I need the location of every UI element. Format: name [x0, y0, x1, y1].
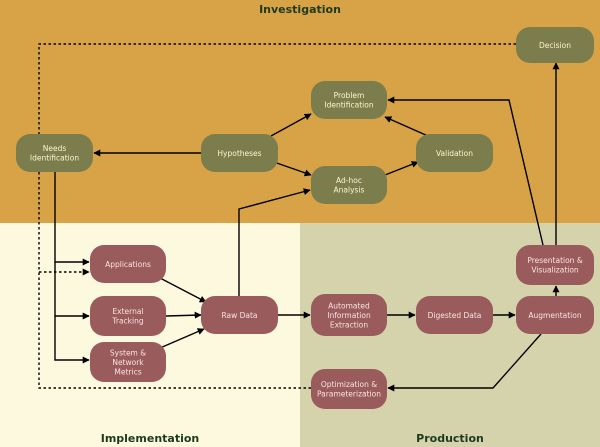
node-label-problem-identification: Identification: [324, 101, 373, 110]
node-applications[interactable]: Applications: [90, 245, 166, 283]
edge-validation-to-problem-identification: [384, 116, 429, 137]
production-label: Production: [416, 432, 484, 445]
node-shape-external-tracking: [90, 296, 166, 336]
node-label-hypotheses: Hypotheses: [217, 149, 261, 158]
edge-presentation-visualization-to-problem-identification: [387, 96, 544, 246]
node-shape-ad-hoc-analysis: [311, 166, 387, 204]
node-label-presentation-visualization: Presentation &: [527, 256, 582, 265]
node-shape-optimization-parameterization: [311, 369, 387, 409]
node-shape-validation: [416, 134, 493, 172]
edge-hypotheses-to-problem-identification: [270, 113, 312, 137]
node-label-needs-identification: Identification: [30, 154, 79, 163]
node-label-automated-information-extraction: Information: [327, 311, 371, 320]
node-label-presentation-visualization: Visualization: [531, 266, 579, 275]
node-optimization-parameterization[interactable]: Optimization &Parameterization: [311, 369, 387, 409]
node-shape-problem-identification: [311, 81, 387, 119]
node-label-automated-information-extraction: Automated: [328, 301, 370, 310]
node-label-system-network-metrics: Metrics: [114, 367, 141, 376]
node-label-external-tracking: Tracking: [111, 317, 143, 326]
node-digested-data[interactable]: Digested Data: [416, 296, 493, 334]
edge-external-tracking-to-raw-data: [165, 311, 202, 319]
node-label-applications: Applications: [105, 260, 151, 269]
node-shape-system-network-metrics: [90, 342, 166, 382]
node-label-optimization-parameterization: Optimization &: [321, 380, 377, 389]
edge-needs-identification-to-system-network-metrics: [54, 316, 90, 364]
node-presentation-visualization[interactable]: Presentation &Visualization: [516, 245, 594, 285]
node-label-problem-identification: Problem: [334, 91, 365, 100]
node-shape-augmentation: [516, 296, 594, 334]
edge-augmentation-to-optimization-parameterization: [387, 333, 542, 392]
investigation-label: Investigation: [259, 3, 341, 16]
edge-optimization-parameterization-to-applications: [38, 272, 311, 389]
node-label-optimization-parameterization: Parameterization: [317, 390, 381, 399]
nodes: DecisionProblemIdentificationNeedsIdenti…: [16, 27, 594, 409]
node-shape-presentation-visualization: [516, 245, 594, 285]
node-shape-needs-identification: [16, 134, 93, 172]
node-shape-decision: [516, 27, 594, 63]
edge-applications-to-raw-data: [159, 277, 207, 303]
node-label-system-network-metrics: System &: [110, 348, 146, 357]
node-label-external-tracking: External: [112, 307, 143, 316]
node-shape-digested-data: [416, 296, 493, 334]
edge-ad-hoc-analysis-to-validation: [384, 161, 419, 176]
investigation-region: [0, 0, 600, 223]
node-shape-raw-data: [201, 296, 278, 334]
edge-system-network-metrics-to-raw-data: [159, 328, 205, 349]
node-label-ad-hoc-analysis: Ad-hoc: [336, 176, 362, 185]
node-label-digested-data: Digested Data: [428, 311, 482, 320]
node-shape-automated-information-extraction: [311, 294, 387, 336]
node-hypotheses[interactable]: Hypotheses: [201, 134, 278, 172]
node-validation[interactable]: Validation: [416, 134, 493, 172]
node-raw-data[interactable]: Raw Data: [201, 296, 278, 334]
node-label-decision: Decision: [539, 41, 571, 50]
node-label-augmentation: Augmentation: [528, 311, 581, 320]
node-label-system-network-metrics: Network: [112, 358, 144, 367]
implementation-label: Implementation: [101, 432, 200, 445]
node-label-raw-data: Raw Data: [221, 311, 257, 320]
node-label-validation: Validation: [436, 149, 473, 158]
node-shape-hypotheses: [201, 134, 278, 172]
edge-raw-data-to-ad-hoc-analysis: [238, 188, 311, 296]
node-label-needs-identification: Needs: [43, 144, 67, 153]
node-label-ad-hoc-analysis: Analysis: [334, 186, 365, 195]
edge-hypotheses-to-ad-hoc-analysis: [270, 160, 312, 177]
node-label-automated-information-extraction: Extraction: [330, 320, 369, 329]
node-shape-applications: [90, 245, 166, 283]
node-augmentation[interactable]: Augmentation: [516, 296, 594, 334]
node-decision[interactable]: Decision: [516, 27, 594, 63]
